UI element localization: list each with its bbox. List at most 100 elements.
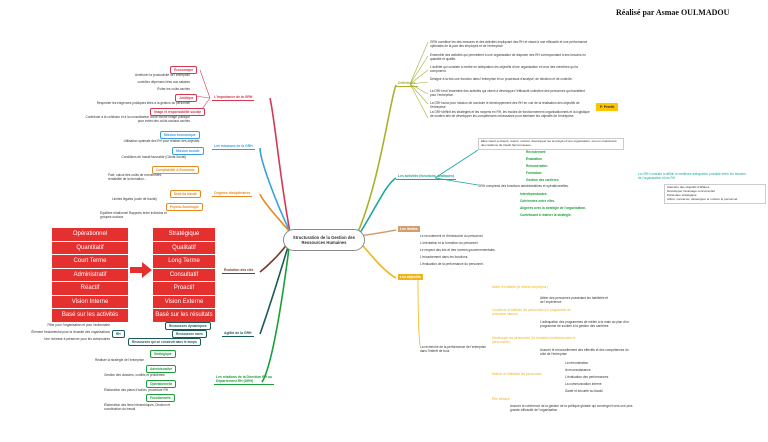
evolution-left-cell: Court Terme	[52, 255, 128, 269]
limites-item: L'évaluation de la performance du person…	[420, 262, 484, 266]
missions-economique-item: Utilisation optimale des RH pour réalise…	[123, 139, 200, 143]
evolution-right-cell: Basé sur les résultats	[153, 309, 215, 323]
importance-image[interactable]: Image et responsabilité sociale	[150, 108, 206, 116]
objectifs-efficace-item: Assurer la cohérence de la gestion de la…	[510, 404, 633, 412]
agilite-rh-item: Une richesse à préserver pour les action…	[44, 337, 110, 341]
objectifs-motiver-item: L'évaluation des performances	[565, 375, 609, 379]
connector-relations	[261, 239, 291, 383]
relations-administrative[interactable]: Administrative	[146, 365, 177, 373]
limites-item: L'encadrement dans les fonctions.	[420, 255, 469, 259]
definition-item: La GRH définit les stratégies et les moy…	[430, 110, 590, 118]
origines-droit[interactable]: Droit du travail	[170, 190, 201, 198]
limites-item: Le recrutement et d'embauche du personne…	[420, 234, 484, 238]
objectifs-conserver: Conserver et fidéliser les personnels (L…	[492, 308, 571, 316]
objectifs-motiver-item: La communication interne	[565, 382, 602, 386]
limites-item: L'orientation et la formation du personn…	[420, 241, 479, 245]
activites-side-item: Attirer, conserver, développer et motive…	[667, 196, 739, 201]
origines-compta[interactable]: Comptabilité & Économie	[152, 166, 199, 174]
branch-relations[interactable]: Les relations de la Direction RH au Dépa…	[214, 374, 274, 386]
activites-side-item: Atteindre des objectifs d'affaires	[667, 185, 710, 189]
importance-juridique-item: Respecter les exigences juridiques liées…	[96, 101, 190, 105]
connector-missions	[259, 147, 291, 233]
definitions-author-badge: P. Peretti	[596, 103, 619, 111]
importance-juridique[interactable]: Juridique	[175, 94, 198, 102]
activites-mid: GRH comprend des fonctions administrativ…	[478, 184, 569, 188]
evolution-right-cell: Vision Externe	[153, 295, 215, 309]
objectifs-motiver-item: La rémunération	[565, 361, 589, 365]
evolution-right-cell: Qualitatif	[153, 241, 215, 255]
relations-operationnelle-item: Élaboration des plans d'action, procédur…	[104, 388, 169, 392]
origines-psy[interactable]: Psycho-Sociologie	[166, 203, 203, 211]
evolution-arrow-icon	[130, 262, 152, 278]
connector-agilite	[259, 239, 291, 335]
relations-fonctionnelle-item: Élaboration des liens hiérarchiques, Div…	[104, 403, 171, 411]
evolution-left-cell: Basé sur les activités	[52, 309, 128, 323]
agilite-construction[interactable]: Ressources qui se construit dans le temp…	[128, 338, 201, 346]
agilite-rh[interactable]: RH	[112, 330, 125, 338]
missions-sociale[interactable]: Mission sociale	[172, 147, 204, 155]
objectifs-attirer-item: Attirer des personnes possédant les habi…	[540, 296, 609, 304]
branch-agilite[interactable]: Agilité de la GRH	[222, 331, 254, 337]
activites-list2-item: Contribuant à réaliser la stratégie.	[520, 213, 572, 217]
evolution-right-cell: Consultatif	[153, 268, 215, 282]
missions-sociale-item: Conditions de travail favorable (Climat …	[121, 155, 187, 159]
relations-fonctionnelle[interactable]: Fonctionnelle	[146, 394, 175, 402]
definition-item: La GRH aura pour mission de conduire le …	[430, 101, 580, 109]
relations-operationnelle[interactable]: Opérationnelle	[146, 380, 177, 388]
activites-list2-item: Alignées avec la stratégie de l'organisa…	[520, 206, 587, 210]
branch-objectifs[interactable]: Les objectifs	[398, 274, 423, 280]
activites-list2-item: Cohérentes entre elles.	[520, 199, 556, 203]
connector-definitions	[357, 84, 397, 233]
evolution-right-cell: Proactif	[153, 282, 215, 296]
evolution-left-cell: Opérationnel	[52, 228, 128, 242]
activites-list-item: Formation	[526, 171, 542, 175]
branch-missions[interactable]: Les missions de la GRH	[212, 144, 255, 150]
branch-origines[interactable]: Origines disciplinaires	[212, 191, 253, 197]
objectifs-developper-item: Assurer le renouvellement des effectifs …	[540, 348, 629, 356]
connector-importance	[269, 97, 291, 233]
definition-item: L'activité qui consiste à mettre en adéq…	[430, 65, 578, 73]
branch-activites[interactable]: Les activités (fonctions, pratiques)	[396, 174, 456, 180]
activites-list-item: Évaluation	[526, 157, 543, 161]
connector-objectifs	[357, 239, 397, 279]
branch-importance[interactable]: L'importance de la GRH	[212, 95, 255, 101]
definition-item: Ensemble des activités qui permettent à …	[430, 53, 586, 61]
objectifs-efficace: Être efficace	[492, 397, 510, 401]
importance-economique[interactable]: Économique	[170, 66, 198, 74]
definition-item: Désigne à la fois une fonction dans l'en…	[430, 77, 573, 81]
evolution-right-table: Stratégique Qualitatif Long Terme Consul…	[153, 228, 215, 323]
objectifs-attirer: Attirer les talents (le réseau employeur…	[492, 285, 548, 289]
objectifs-motiver-item: la reconnaissance	[565, 368, 591, 372]
activites-list-item: Gestion des carrières	[526, 178, 559, 182]
origines-droit-item: Limites légales (code de travail)	[112, 197, 157, 201]
connector-activites	[357, 177, 397, 237]
evolution-left-cell: Quantitatif	[52, 241, 128, 255]
objectifs-motiver-item: Santé et sécurité au travail	[565, 389, 603, 393]
author-credit: Réalisé par Asmae OULMADOU	[616, 8, 730, 17]
relations-strategique-item: Réaliser la stratégie de l'entreprise	[95, 358, 144, 362]
evolution-left-cell: Administratif	[52, 268, 128, 282]
activites-side-item: Partenaire stratégique	[667, 192, 697, 197]
evolution-right-cell: Stratégique	[153, 228, 215, 242]
agilite-rh-item: Élément fondamental pour la réussite des…	[31, 330, 110, 334]
relations-strategique[interactable]: Stratégique	[150, 350, 176, 358]
agilite-rares[interactable]: Ressources rares	[172, 330, 207, 338]
branch-limites[interactable]: Les limites	[398, 226, 420, 232]
connector-definitions-fan	[409, 41, 429, 119]
branch-definitions[interactable]: Définitions	[396, 81, 418, 87]
origines-psy-item: Équilibre relationnel Rapports entre ind…	[100, 211, 167, 219]
origines-compta-item: Paie, calcul des coûts de recrutement, r…	[108, 173, 163, 181]
relations-administrative-item: Gestion des dossiers, conflits et problè…	[104, 373, 165, 377]
activites-note: La GRH consiste à définir le meilleure a…	[638, 172, 746, 180]
agilite-dynamiques[interactable]: Ressources dynamiques	[165, 322, 211, 330]
missions-economique[interactable]: Mission économique	[160, 131, 200, 139]
importance-economique-item: contrôler dépenses liées aux salaires	[137, 80, 190, 84]
importance-economique-item: Améliorer la productivité de l'entrepris…	[135, 73, 190, 77]
importance-image-item: Contribuer à la cohésion et à la consoli…	[85, 115, 190, 123]
importance-economique-item: Éviter les coûts cachés	[157, 87, 190, 91]
branch-evolution[interactable]: Évolution des rôle	[222, 268, 256, 274]
objectifs-main: La recherche de la performance de l'entr…	[420, 345, 486, 353]
agilite-rh-item: Pilier pour l'organisation et pour l'act…	[47, 323, 110, 327]
evolution-left-cell: Réactif	[52, 282, 128, 296]
definition-item: La GRH est l'ensemble des activités qui …	[430, 89, 585, 97]
